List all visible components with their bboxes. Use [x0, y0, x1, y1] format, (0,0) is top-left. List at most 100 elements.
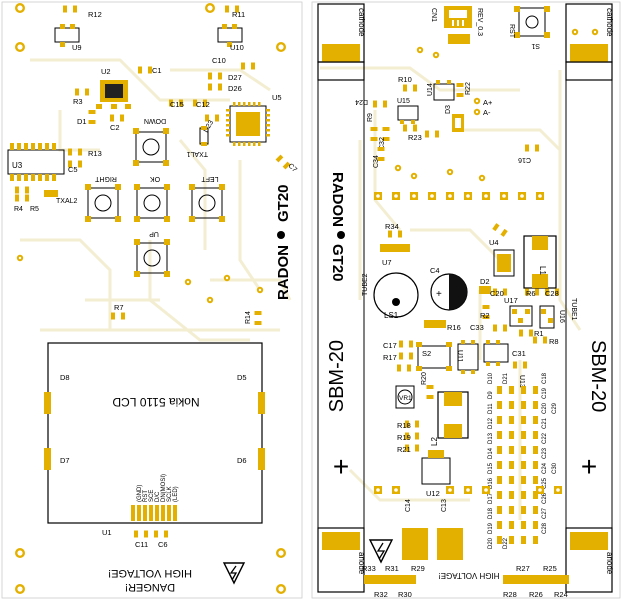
label-c14: C14	[405, 499, 412, 512]
c-label: C28	[542, 522, 548, 534]
d-label: D14	[488, 447, 494, 459]
label-u14: U14	[427, 83, 434, 96]
label-r17: R17	[383, 353, 397, 362]
tube1-label: TUBE1	[570, 298, 577, 321]
l1-inductor	[523, 235, 557, 289]
d3-chip	[452, 114, 464, 132]
label-r10: R10	[398, 75, 412, 84]
label-d27: D27	[228, 73, 242, 82]
left-brand: RADON	[275, 245, 292, 300]
label-r11: R11	[232, 10, 245, 19]
label-r7: R7	[114, 303, 124, 312]
multiplier-component-column	[497, 386, 538, 544]
label-u11: U11	[456, 350, 463, 362]
tube1-plus-sign: +	[581, 451, 597, 482]
label-u17: U17	[504, 296, 518, 305]
label-u4: U4	[489, 238, 499, 247]
right-model: GT20	[329, 244, 346, 282]
left-warning-line1: DANGER!	[125, 581, 175, 593]
label-a-minus: A-	[483, 108, 491, 117]
label-c17: C17	[383, 341, 397, 350]
label-u7: U7	[382, 258, 392, 267]
u14-chip	[433, 80, 455, 101]
d-label: D19	[488, 522, 494, 534]
label-ls1: LS1	[384, 311, 399, 320]
label-c33: C33	[470, 323, 484, 332]
left-mounting-holes	[15, 3, 286, 594]
label-txal2: TXAL2	[56, 198, 78, 205]
rst-switch[interactable]	[514, 6, 550, 38]
label-r9: R9	[367, 113, 374, 122]
lcd-pin-label: (LED)	[173, 486, 179, 502]
label-cn1: CN1	[430, 8, 437, 22]
label-c1: C1	[152, 66, 162, 75]
label-c34: C34	[373, 155, 380, 168]
label-d24: D24	[355, 98, 368, 105]
lcd-module	[44, 342, 265, 524]
c-label: C26	[542, 492, 548, 504]
vr1-trimmer[interactable]	[395, 385, 415, 409]
label-s1: S1	[531, 42, 540, 49]
right-warning-icon	[368, 539, 394, 564]
label-c15: C15	[170, 100, 184, 109]
label-u9: U9	[72, 43, 82, 52]
d-column-labels: D10 D9 D11 D12 D13 D14 D15 D16 D17 D18 D…	[488, 372, 509, 549]
c13-capacitor	[437, 528, 463, 560]
tube2-anode-label: anode	[357, 552, 366, 575]
bottom-resistor-bank-left	[364, 575, 416, 584]
label-r14: R14	[245, 311, 252, 324]
tube1-model: SBM-20	[587, 340, 609, 412]
label-d7: D7	[60, 456, 70, 465]
label-c12: C12	[196, 100, 210, 109]
label-c31: C31	[512, 349, 526, 358]
d-label: D10	[488, 372, 494, 384]
d-label: D18	[488, 507, 494, 519]
label-u2: U2	[101, 67, 111, 76]
label-vr1: VR1	[399, 395, 412, 402]
button-up[interactable]	[134, 239, 170, 277]
label-r3: R3	[73, 97, 83, 106]
d-label: D21	[503, 372, 509, 384]
s2-switch[interactable]	[416, 342, 452, 371]
label-c6: C6	[158, 540, 168, 549]
c-label: C25	[542, 477, 548, 489]
right-warning-text: HIGH VOLTAGE!	[438, 571, 499, 580]
r16-pads	[424, 320, 446, 328]
tube1-cathode-label: cathode	[605, 8, 614, 37]
lcd-pin-label: D/C	[155, 491, 161, 502]
d-label: D15	[488, 462, 494, 474]
label-r16: R16	[447, 323, 461, 332]
button-up-label: UP	[149, 230, 159, 237]
left-warning-icon	[222, 562, 246, 585]
label-r20: R20	[421, 372, 428, 385]
label-r23: R23	[408, 133, 422, 142]
button-down[interactable]	[133, 128, 169, 166]
label-r33: R33	[362, 564, 376, 573]
label-a-plus: A+	[483, 98, 493, 107]
left-model: GT20	[275, 184, 292, 222]
button-ok[interactable]	[134, 184, 170, 222]
label-r4: R4	[14, 206, 23, 213]
label-d1: D1	[77, 117, 87, 126]
label-c28: C28	[545, 289, 559, 298]
rst-label: RST	[508, 24, 515, 39]
tube2-model: SBM-20	[326, 340, 348, 412]
label-l2: L2	[430, 437, 439, 446]
lcd-pin-label: SCE	[149, 490, 155, 502]
u3-chip	[7, 143, 65, 181]
label-r8: R8	[549, 337, 559, 346]
d-label: D16	[488, 477, 494, 489]
label-r22: R22	[465, 82, 472, 95]
label-txal1: TXAL1	[186, 150, 208, 157]
button-left[interactable]	[189, 184, 225, 222]
u7-pads	[380, 244, 410, 252]
label-r19: R19	[397, 433, 411, 442]
label-c10: C10	[212, 56, 226, 65]
label-r32: R32	[374, 590, 388, 599]
lcd-connector-pads	[131, 505, 177, 521]
label-r27: R27	[516, 564, 530, 573]
d-label: D12	[488, 417, 494, 429]
u2-chip	[96, 80, 131, 109]
button-right[interactable]	[85, 184, 121, 222]
u11-chip	[457, 340, 479, 374]
